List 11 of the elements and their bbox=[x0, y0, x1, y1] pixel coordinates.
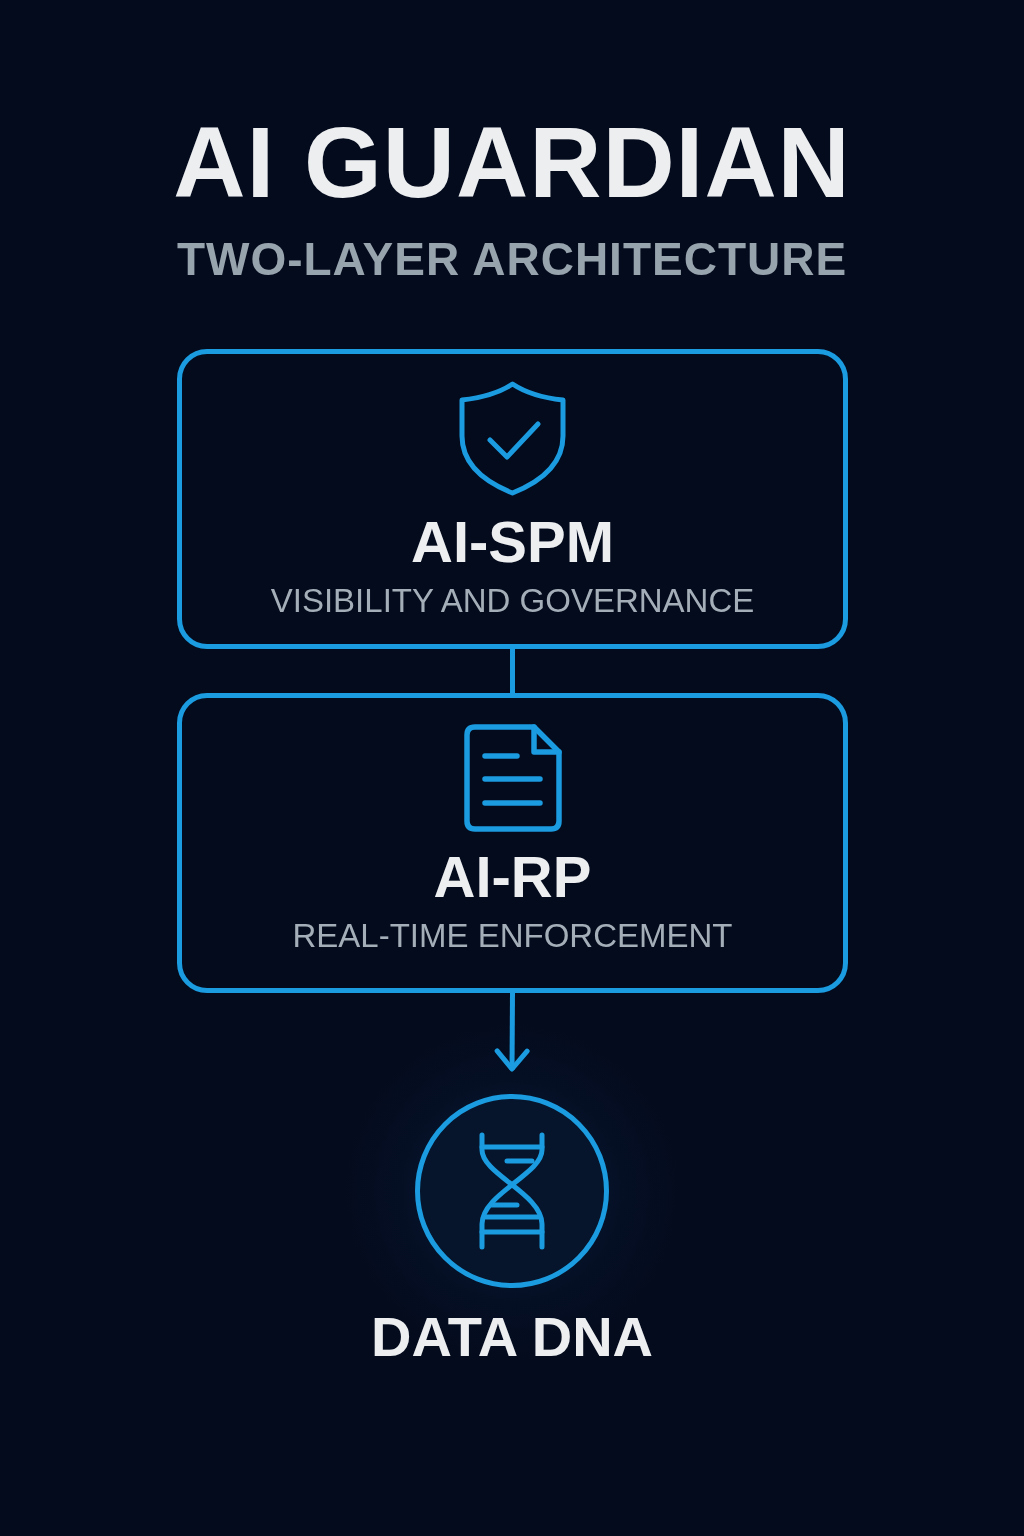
arrow bbox=[494, 993, 530, 1072]
layer-subtitle: REAL-TIME ENFORCEMENT bbox=[292, 919, 733, 952]
circle-label: DATA DNA bbox=[371, 1309, 653, 1365]
connector-line bbox=[510, 649, 515, 693]
layer-title: AI-RP bbox=[433, 848, 592, 906]
layer-box bbox=[177, 349, 848, 649]
title: AI GUARDIAN bbox=[172, 112, 852, 212]
layer-title: AI-SPM bbox=[411, 513, 614, 571]
subtitle: TWO-LAYER ARCHITECTURE bbox=[175, 236, 849, 282]
layer-box bbox=[177, 693, 848, 993]
layer-subtitle: VISIBILITY AND GOVERNANCE bbox=[270, 584, 755, 617]
